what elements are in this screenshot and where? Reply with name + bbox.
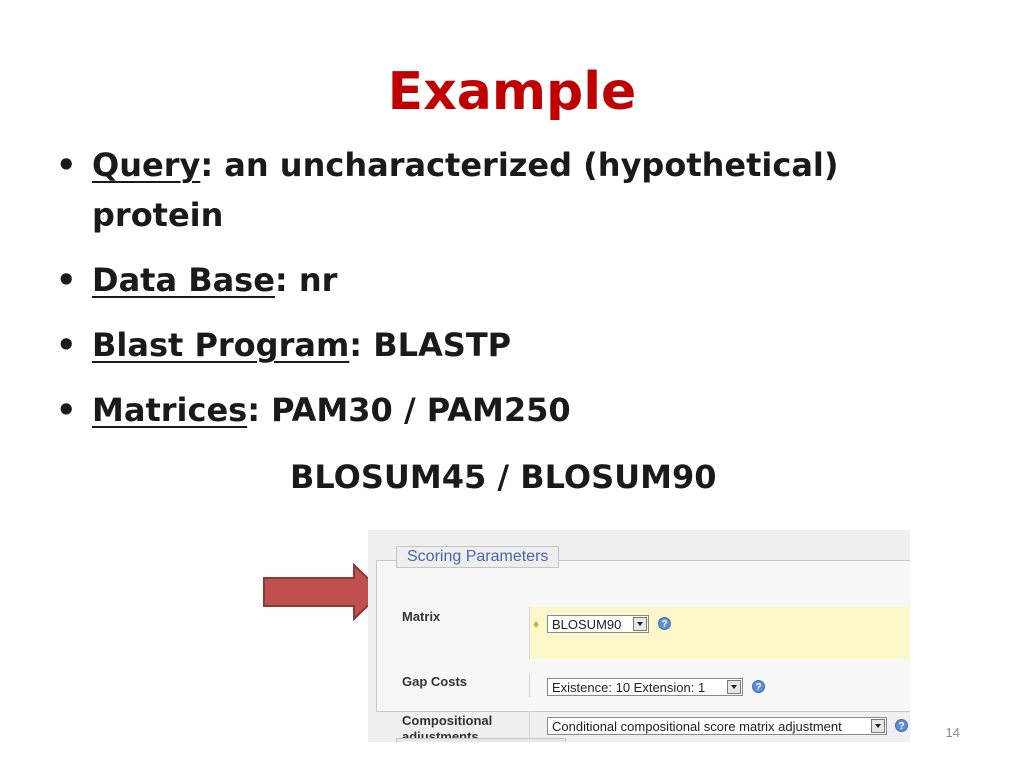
page-number: 14 xyxy=(945,725,960,740)
chevron-down-icon[interactable] xyxy=(727,680,741,694)
compositional-select[interactable]: Conditional compositional score matrix a… xyxy=(547,717,887,735)
bullet-term: Data Base xyxy=(92,261,275,299)
bullet-term: Query xyxy=(92,146,201,184)
gap-costs-select-value: Existence: 10 Extension: 1 xyxy=(552,680,706,695)
matrices-continuation: BLOSUM45 / BLOSUM90 xyxy=(290,458,717,496)
matrix-select-value: BLOSUM90 xyxy=(552,617,622,632)
bullet-text: : BLASTP xyxy=(349,326,512,364)
matrix-select[interactable]: BLOSUM90 xyxy=(547,615,649,633)
chevron-down-icon[interactable] xyxy=(633,617,647,631)
compositional-label-line1: Compositional xyxy=(402,713,493,728)
help-circle-icon[interactable]: ? xyxy=(658,617,671,630)
gap-costs-select[interactable]: Existence: 10 Extension: 1 xyxy=(547,678,743,696)
bullet-matrices: Matrices: PAM30 / PAM250 xyxy=(56,385,916,435)
bullet-query: Query: an uncharacterized (hypothetical)… xyxy=(56,140,916,240)
scoring-fieldset: ♦ Matrix BLOSUM90 ? Gap Costs Existence:… xyxy=(376,560,910,742)
bullet-program: Blast Program: BLASTP xyxy=(56,320,916,370)
bullet-text: : an uncharacterized (hypothetical) prot… xyxy=(92,146,839,234)
bullet-database: Data Base: nr xyxy=(56,255,916,305)
blast-scoring-screenshot: ♦ Matrix BLOSUM90 ? Gap Costs Existence:… xyxy=(368,530,910,742)
divider xyxy=(529,607,530,659)
matrix-label: Matrix xyxy=(402,609,441,624)
compositional-select-value: Conditional compositional score matrix a… xyxy=(552,719,842,734)
help-circle-icon[interactable]: ? xyxy=(895,719,908,732)
chevron-down-icon[interactable] xyxy=(871,719,885,733)
diamond-icon: ♦ xyxy=(533,617,540,631)
right-arrow-icon xyxy=(263,563,384,621)
bullet-term: Blast Program xyxy=(92,326,350,364)
bullet-text: : PAM30 / PAM250 xyxy=(247,391,571,429)
help-circle-icon[interactable]: ? xyxy=(752,680,765,693)
divider xyxy=(529,673,530,697)
bullet-term: Matrices xyxy=(92,391,248,429)
slide-title: Example xyxy=(387,62,637,122)
divider xyxy=(529,711,530,739)
next-section-legend xyxy=(396,738,566,742)
bullet-text: : nr xyxy=(274,261,338,299)
scoring-parameters-legend: Scoring Parameters xyxy=(396,546,560,568)
gap-costs-label: Gap Costs xyxy=(402,674,468,689)
bullet-list: Query: an uncharacterized (hypothetical)… xyxy=(56,140,916,450)
